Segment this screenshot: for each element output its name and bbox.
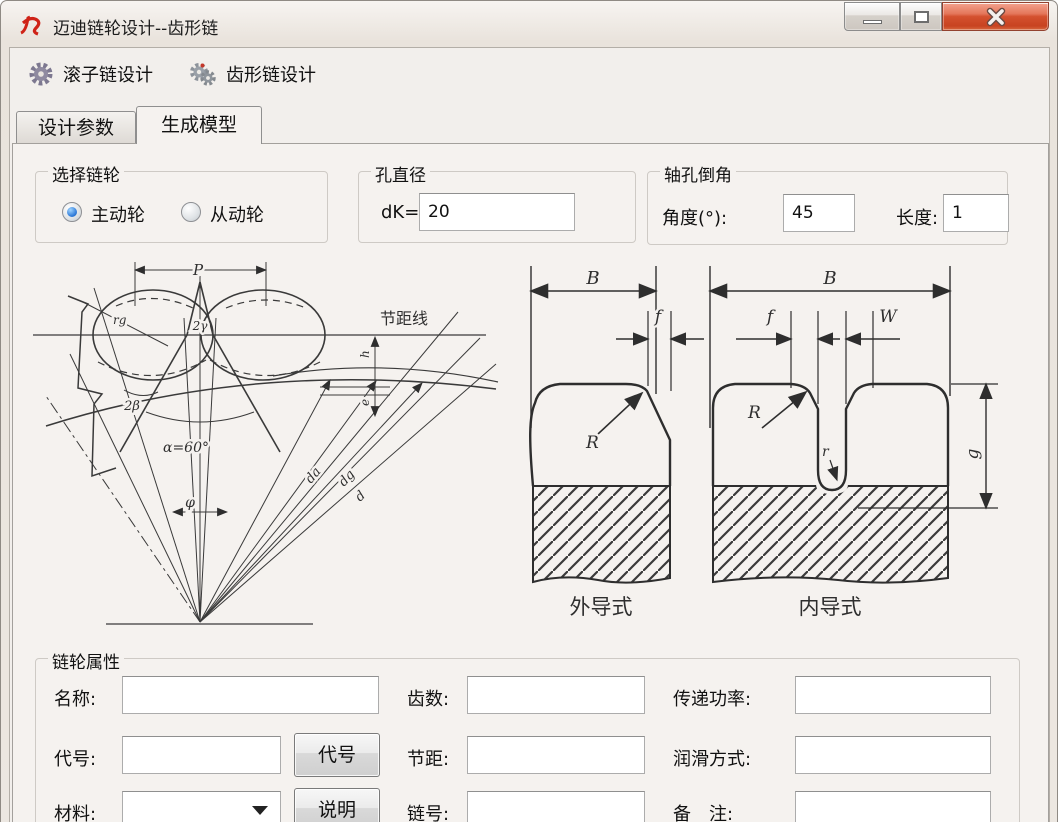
chevron-down-icon	[252, 806, 268, 815]
dim-r-inner-label: R	[747, 403, 761, 423]
radio-driving-wheel[interactable]	[62, 202, 82, 222]
dim-b-inner-label: B	[822, 268, 836, 289]
dim-h-label: h	[358, 350, 372, 358]
power-label: 传递功率:	[673, 689, 752, 710]
double-gear-icon	[190, 62, 216, 86]
code-label: 代号:	[54, 749, 97, 770]
group-hole-diameter: 孔直径 dK=	[358, 161, 636, 243]
dk-input[interactable]	[419, 193, 575, 231]
client-panel: 滚子链设计 齿形链设计 设计参数 生成模型 选择链轮 主动轮	[9, 47, 1050, 822]
name-input[interactable]	[122, 676, 379, 714]
group-select-sprocket: 选择链轮 主动轮 从动轮	[35, 161, 328, 243]
chamfer-length-label: 长度:	[896, 208, 939, 229]
dim-w-label: W	[879, 307, 898, 327]
dk-label: dK=	[381, 202, 420, 223]
minimize-button[interactable]	[844, 2, 900, 31]
dim-2gamma-label: 2γ	[192, 319, 209, 333]
lube-input[interactable]	[795, 736, 991, 774]
pitch-label: 节距:	[407, 749, 450, 770]
dim-g-label: g	[963, 448, 983, 459]
remark-input[interactable]	[795, 791, 991, 822]
dim-2beta-label: 2β	[123, 399, 140, 414]
group-shaft-chamfer: 轴孔倒角 角度(°): 长度:	[647, 161, 1009, 245]
toolbar-roller-chain-label: 滚子链设计	[63, 65, 153, 86]
lube-label: 润滑方式:	[673, 749, 752, 770]
app-logo-icon	[20, 15, 41, 36]
name-label: 名称:	[54, 689, 97, 710]
description-button[interactable]: 说明	[294, 788, 380, 822]
dim-da-label: da	[303, 465, 325, 487]
group-hole-diameter-legend: 孔直径	[371, 161, 430, 186]
chain-no-label: 链号:	[407, 804, 450, 822]
caption-inner-guide: 内导式	[799, 595, 862, 619]
caption-outer-guide: 外导式	[570, 595, 633, 619]
window-title: 迈迪链轮设计--齿形链	[53, 19, 219, 39]
maximize-button[interactable]	[900, 2, 942, 31]
group-sprocket-properties: 链轮属性 名称: 齿数: 传递功率: 代号: 代号 节距: 润滑方式: 材料:	[35, 648, 1020, 822]
dim-f-inner-label: f	[765, 307, 776, 327]
radio-driven-wheel-label: 从动轮	[210, 205, 264, 226]
dim-d-label: d	[352, 488, 368, 505]
tab-page-generate-model: 选择链轮 主动轮 从动轮 孔直径 dK= 轴孔倒角 角度(°): 长度:	[12, 143, 1049, 822]
chain-no-input[interactable]	[467, 791, 645, 822]
pitch-input[interactable]	[467, 736, 645, 774]
radio-driven-wheel[interactable]	[181, 202, 201, 222]
code-button[interactable]: 代号	[294, 733, 380, 777]
chamfer-length-input[interactable]	[943, 194, 1009, 232]
chamfer-angle-input[interactable]	[783, 194, 855, 232]
tab-design-params[interactable]: 设计参数	[16, 111, 136, 143]
teeth-label: 齿数:	[407, 689, 450, 710]
radio-driving-wheel-label: 主动轮	[91, 205, 145, 226]
material-label: 材料:	[54, 804, 97, 822]
toolbar-toothed-chain-button[interactable]: 齿形链设计	[188, 54, 316, 94]
toolbar-roller-chain-button[interactable]: 滚子链设计	[28, 54, 153, 94]
toolbar-toothed-chain-label: 齿形链设计	[226, 65, 316, 86]
remark-label: 备 注:	[673, 804, 734, 822]
pitch-line-label: 节距线	[380, 309, 428, 328]
dim-alpha-label: α=60°	[163, 440, 209, 456]
dim-rg-label: rg	[113, 313, 127, 327]
group-select-sprocket-legend: 选择链轮	[48, 161, 124, 186]
group-shaft-chamfer-legend: 轴孔倒角	[660, 161, 736, 186]
tooth-profile-diagram: P 节距线 2γ rg 2β α=60° φ h e da dg d	[33, 259, 499, 625]
close-button[interactable]	[942, 2, 1049, 31]
close-icon	[986, 7, 1005, 26]
tab-generate-model[interactable]: 生成模型	[136, 106, 262, 144]
power-input[interactable]	[795, 676, 991, 714]
chamfer-angle-label: 角度(°):	[662, 208, 728, 229]
dim-r-outer-label: R	[585, 433, 599, 453]
dim-p-label: P	[192, 261, 204, 279]
guide-type-diagram: B f R B f W R r g 外导式 内导式	[529, 266, 998, 619]
teeth-input[interactable]	[467, 676, 645, 714]
material-dropdown[interactable]	[122, 791, 281, 822]
dim-r-small-label: r	[822, 444, 830, 460]
gear-icon	[29, 62, 53, 85]
dim-e-label: e	[358, 399, 372, 406]
dim-b-outer-label: B	[585, 268, 599, 289]
title-bar[interactable]: 迈迪链轮设计--齿形链	[1, 1, 1057, 47]
dim-phi-label: φ	[185, 495, 195, 511]
group-sprocket-properties-legend: 链轮属性	[48, 648, 124, 673]
minimize-icon	[862, 19, 882, 24]
dim-f-outer-label: f	[653, 307, 664, 327]
maximize-icon	[913, 10, 929, 23]
code-input[interactable]	[122, 736, 281, 774]
